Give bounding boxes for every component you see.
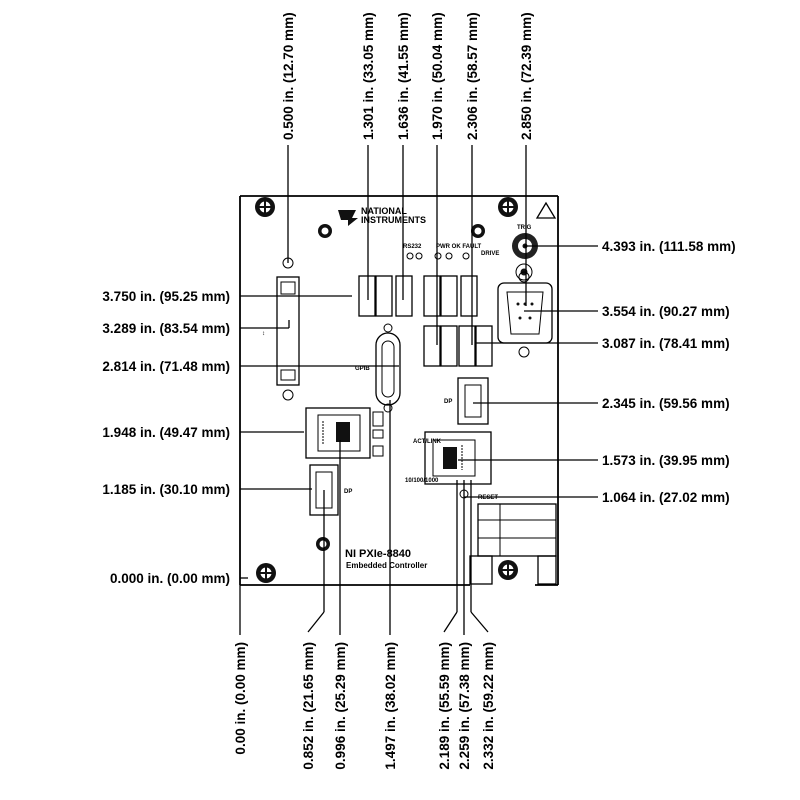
logo-line-instruments: INSTRUMENTS bbox=[361, 215, 426, 225]
dim-label-v-bottom: 0.996 in. (25.29 mm) bbox=[333, 642, 348, 770]
speed-label: 10/100/1000 bbox=[405, 478, 439, 484]
dim-label-v-top: 1.636 in. (41.55 mm) bbox=[396, 12, 411, 140]
slot-marker-text: ↕ bbox=[262, 331, 265, 337]
dim-label-v-bottom: 2.332 in. (59.22 mm) bbox=[481, 642, 496, 770]
screw-icon-inner-left bbox=[318, 224, 332, 238]
dim-label-v-top: 2.850 in. (72.39 mm) bbox=[519, 12, 534, 140]
dim-label-h-left: 3.750 in. (95.25 mm) bbox=[102, 289, 230, 304]
dim-label-v-bottom: 0.00 in. (0.00 mm) bbox=[233, 642, 248, 755]
dim-label-v-top: 0.500 in. (12.70 mm) bbox=[281, 12, 296, 140]
controller-panel bbox=[239, 195, 559, 586]
dp-label-upper: DP bbox=[444, 399, 452, 405]
serial-port-db9 bbox=[497, 271, 553, 358]
product-model: NI PXIe-8840 bbox=[345, 548, 411, 560]
dim-label-h-right: 4.393 in. (111.58 mm) bbox=[602, 239, 736, 254]
logo-line-national: NATIONAL bbox=[361, 206, 407, 216]
gpib-connector bbox=[375, 323, 401, 413]
screw-icon-top-right bbox=[498, 197, 518, 217]
dim-label-v-bottom: 1.497 in. (38.02 mm) bbox=[383, 642, 398, 770]
pwr-ok-fault-label: PWR OK FAULT bbox=[436, 244, 482, 250]
national-instruments-logo: NATIONAL INSTRUMENTS bbox=[338, 206, 426, 226]
dim-label-h-right: 1.064 in. (27.02 mm) bbox=[602, 490, 730, 505]
dim-label-v-top: 1.301 in. (33.05 mm) bbox=[361, 12, 376, 140]
screw-icon-bottom-left bbox=[256, 563, 276, 583]
dim-label-h-left: 3.289 in. (83.54 mm) bbox=[102, 321, 230, 336]
dim-label-h-right: 3.554 in. (90.27 mm) bbox=[602, 304, 730, 319]
displayport-upper bbox=[457, 377, 489, 425]
dim-label-h-right: 2.345 in. (59.56 mm) bbox=[602, 396, 730, 411]
ethernet-led-glyphs bbox=[372, 411, 384, 457]
usb-port-grid bbox=[358, 275, 493, 367]
status-leds bbox=[406, 252, 470, 260]
dim-label-h-left: 0.000 in. (0.00 mm) bbox=[110, 571, 230, 586]
dim-label-v-bottom: 2.189 in. (55.59 mm) bbox=[437, 642, 452, 770]
vertical-slot-connector: ↕ bbox=[262, 257, 300, 401]
screw-icon-bottom-right bbox=[498, 560, 518, 580]
ethernet-port-right bbox=[424, 431, 492, 485]
warning-triangle-icon bbox=[535, 201, 557, 219]
ejector-handle bbox=[469, 503, 557, 585]
dim-label-v-bottom: 0.852 in. (21.65 mm) bbox=[301, 642, 316, 770]
dimension-leaders bbox=[239, 145, 598, 635]
dim-label-h-left: 1.948 in. (49.47 mm) bbox=[102, 425, 230, 440]
dim-label-h-right: 1.573 in. (39.95 mm) bbox=[602, 453, 730, 468]
reset-label: RESET bbox=[478, 495, 498, 501]
act-link-label: ACT/LINK bbox=[413, 439, 442, 445]
trig-label: TRIG bbox=[517, 225, 532, 231]
dimension-labels: 3.750 in. (95.25 mm) 3.289 in. (83.54 mm… bbox=[102, 12, 735, 769]
gpib-label: GPIB bbox=[355, 366, 370, 372]
dim-label-v-top: 1.970 in. (50.04 mm) bbox=[430, 12, 445, 140]
dp-label-lower: DP bbox=[344, 489, 352, 495]
dim-label-h-left: 1.185 in. (30.10 mm) bbox=[102, 482, 230, 497]
dim-label-h-left: 2.814 in. (71.48 mm) bbox=[102, 359, 230, 374]
rs232-label: RS232 bbox=[403, 244, 422, 250]
dim-label-v-bottom: 2.259 in. (57.38 mm) bbox=[457, 642, 472, 770]
dim-label-v-top: 2.306 in. (58.57 mm) bbox=[465, 12, 480, 140]
screw-icon-inner-right bbox=[471, 224, 485, 238]
screw-icon-top-left bbox=[255, 197, 275, 217]
dim-label-h-right: 3.087 in. (78.41 mm) bbox=[602, 336, 730, 351]
screw-icon-lower-left bbox=[316, 537, 330, 551]
drive-label: DRIVE bbox=[481, 251, 499, 257]
ethernet-port-left bbox=[305, 407, 371, 459]
product-subtitle: Embedded Controller bbox=[346, 561, 427, 570]
